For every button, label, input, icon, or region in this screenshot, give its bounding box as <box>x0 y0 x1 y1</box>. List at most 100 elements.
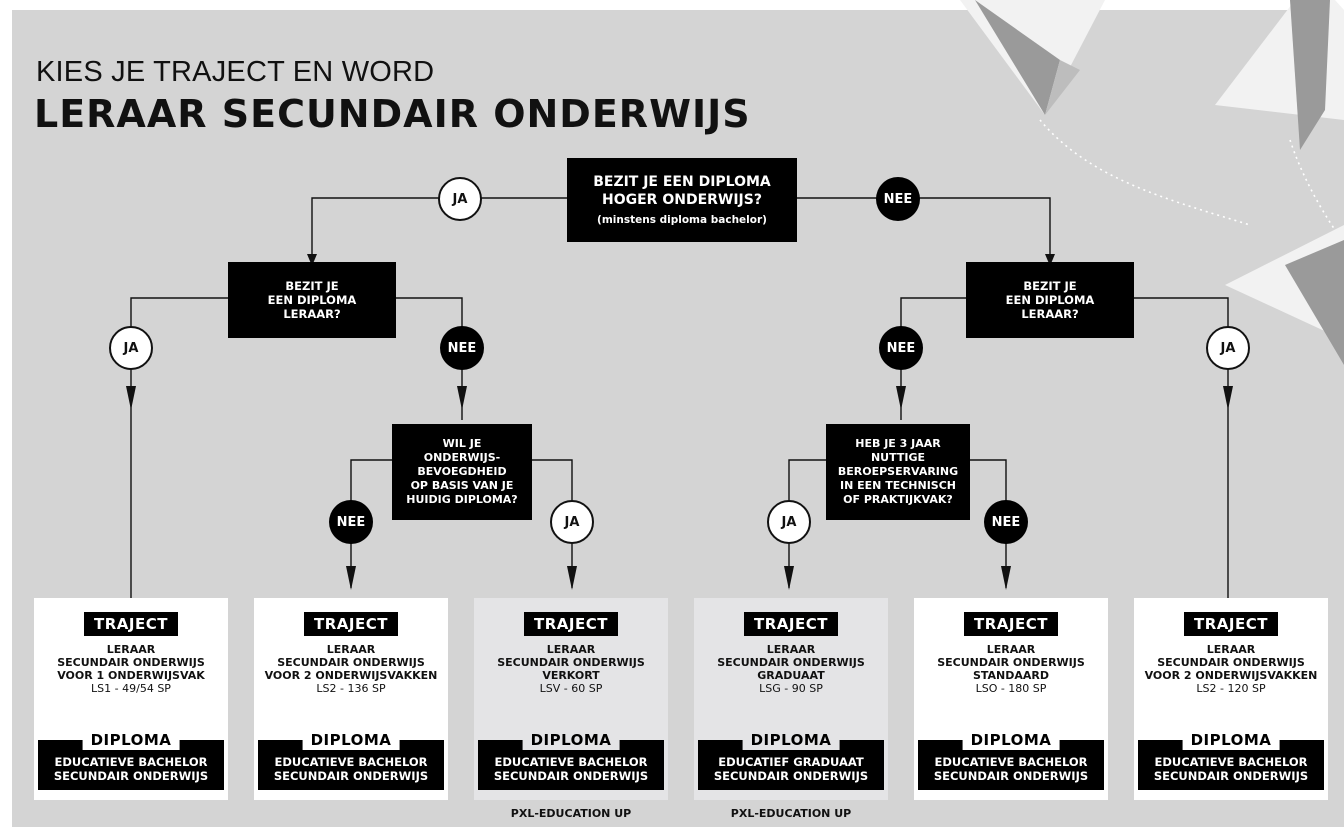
connector-line <box>532 459 573 588</box>
diploma-tag: DIPLOMA <box>302 730 400 750</box>
answer-yes: JA <box>1206 326 1250 370</box>
arrow-head <box>457 386 467 410</box>
page-title: LERAAR SECUNDAIR ONDERWIJS <box>34 92 751 136</box>
diploma-tag: DIPLOMA <box>742 730 840 750</box>
traject-code: LSG - 90 SP <box>759 682 823 695</box>
question-text: BEVOEGDHEID <box>417 465 507 478</box>
arrow-head <box>1045 254 1055 266</box>
answer-no: NEE <box>984 500 1028 544</box>
traject-tag: TRAJECT <box>304 612 398 636</box>
question-text: NUTTIGE <box>870 451 926 464</box>
arrow-head <box>307 254 317 266</box>
question-text: EEN DIPLOMA <box>1005 293 1095 307</box>
question-text: LERAAR? <box>283 307 341 321</box>
question-text: BEZIT JE <box>1023 279 1077 293</box>
connector-line <box>900 297 966 420</box>
traject-tag: TRAJECT <box>84 612 178 636</box>
question-competence: WIL JE ONDERWIJS- BEVOEGDHEID OP BASIS V… <box>392 424 532 520</box>
question-text: BEROEPSERVARING <box>837 465 959 478</box>
connector-line <box>970 459 1007 588</box>
traject-code: LSO - 180 SP <box>975 682 1047 695</box>
arrow-head <box>126 386 136 410</box>
question-text: OP BASIS VAN JE <box>410 479 514 492</box>
traject-tag: TRAJECT <box>964 612 1058 636</box>
question-experience: HEB JE 3 JAAR NUTTIGE BEROEPSERVARING IN… <box>826 424 970 520</box>
connector-line <box>396 297 463 420</box>
arrow-head <box>896 386 906 410</box>
question-text: HEB JE 3 JAAR <box>855 437 941 450</box>
paper-plane-icon <box>1225 225 1344 365</box>
arrow-head <box>1223 386 1233 410</box>
question-text: HOGER ONDERWIJS? <box>602 192 762 208</box>
arrow-head <box>346 566 356 590</box>
question-text: EEN DIPLOMA <box>267 293 357 307</box>
answer-yes: JA <box>550 500 594 544</box>
question-teacher-diploma-left: BEZIT JE EEN DIPLOMA LERAAR? <box>228 262 396 338</box>
arrow-head <box>567 566 577 590</box>
arrow-head <box>1001 566 1011 590</box>
answer-no: NEE <box>876 177 920 221</box>
connector-line <box>311 197 567 258</box>
paper-plane-icon <box>1215 0 1344 150</box>
connector-line <box>788 459 826 588</box>
diploma-tag: DIPLOMA <box>962 730 1060 750</box>
answer-no: NEE <box>440 326 484 370</box>
page-subtitle: KIES JE TRAJECT EN WORD <box>36 56 435 88</box>
question-note: (minstens diploma bachelor) <box>597 214 767 226</box>
pxl-education-up-note: PXL-EDUCATION UP <box>510 807 632 820</box>
question-higher-education: BEZIT JE EEN DIPLOMA HOGER ONDERWIJS? (m… <box>567 158 797 242</box>
traject-code: LS2 - 136 SP <box>316 682 386 695</box>
traject-tag: TRAJECT <box>1184 612 1278 636</box>
connector-line <box>350 459 392 588</box>
traject-tag: TRAJECT <box>524 612 618 636</box>
arrow-head <box>784 566 794 590</box>
answer-no: NEE <box>329 500 373 544</box>
background-panel <box>12 10 1344 827</box>
question-text: BEZIT JE EEN DIPLOMA <box>593 174 771 190</box>
question-text: BEZIT JE <box>285 279 339 293</box>
question-text: IN EEN TECHNISCH <box>840 479 956 492</box>
question-text: LERAAR? <box>1021 307 1079 321</box>
question-text: OF PRAKTIJKVAK? <box>843 493 953 506</box>
pxl-education-up-note: PXL-EDUCATION UP <box>730 807 852 820</box>
question-text: ONDERWIJS- <box>423 451 501 464</box>
question-text: HUIDIG DIPLOMA? <box>406 493 518 506</box>
answer-yes: JA <box>109 326 153 370</box>
diploma-tag: DIPLOMA <box>82 730 180 750</box>
dotted-flight-path <box>1039 119 1251 226</box>
diploma-tag: DIPLOMA <box>1182 730 1280 750</box>
traject-tag: TRAJECT <box>744 612 838 636</box>
paper-plane-icon <box>960 0 1105 115</box>
traject-code: LS1 - 49/54 SP <box>91 682 171 695</box>
answer-yes: JA <box>767 500 811 544</box>
question-text: WIL JE <box>442 437 482 450</box>
traject-code: LS2 - 120 SP <box>1196 682 1266 695</box>
answer-yes: JA <box>438 177 482 221</box>
diploma-tag: DIPLOMA <box>522 730 620 750</box>
dotted-flight-path <box>1289 139 1336 231</box>
question-teacher-diploma-right: BEZIT JE EEN DIPLOMA LERAAR? <box>966 262 1134 338</box>
traject-code: LSV - 60 SP <box>539 682 603 695</box>
